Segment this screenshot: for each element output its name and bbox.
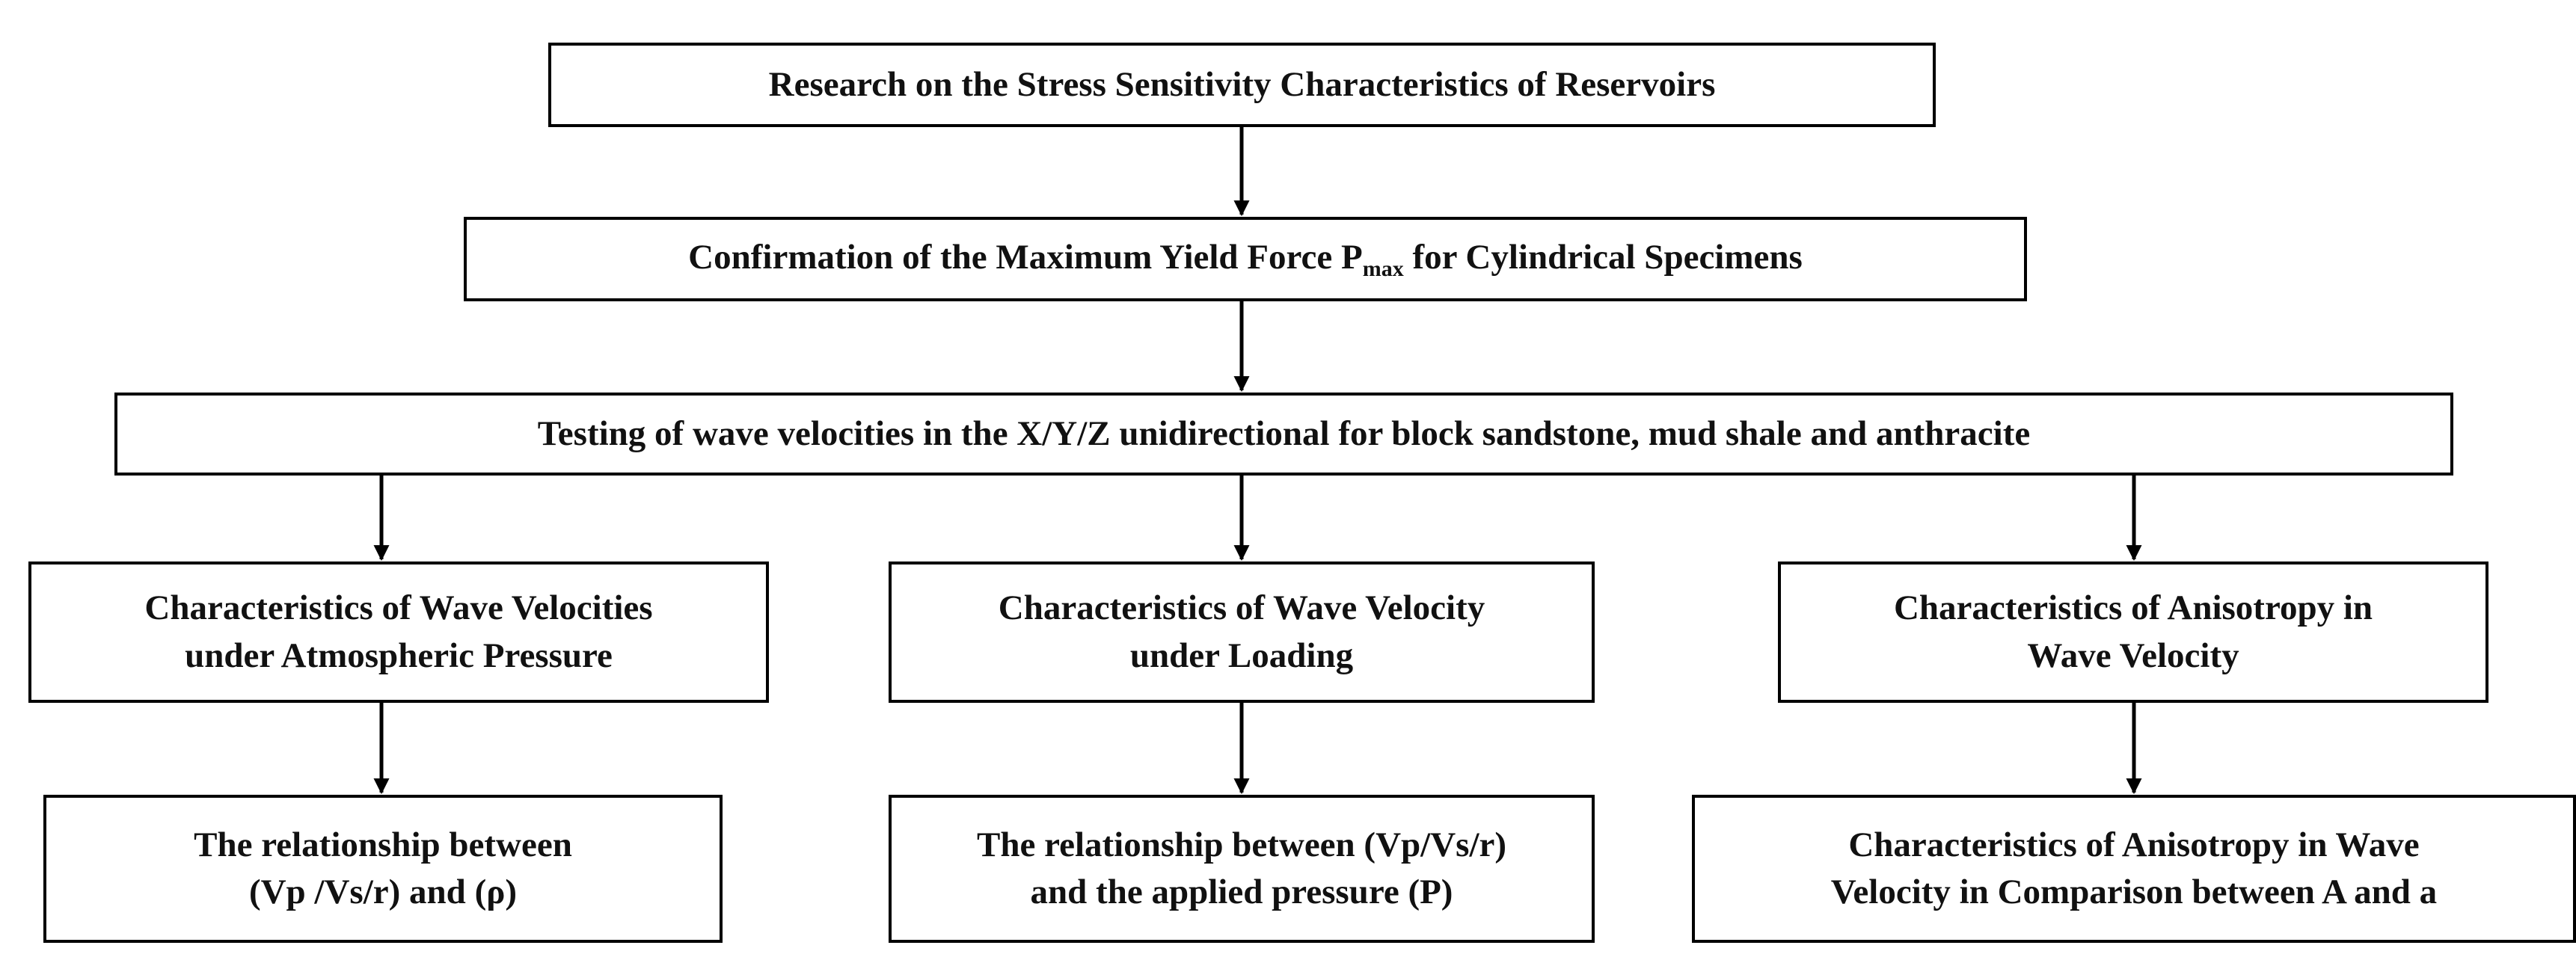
node-atm-line-1: Characteristics of Wave Velocities xyxy=(144,588,653,628)
node-aniso-line-2: Wave Velocity xyxy=(2027,636,2239,675)
node-research-line-1: Research on the Stress Sensitivity Chara… xyxy=(768,64,1716,104)
node-confirmation: Confirmation of the Maximum Yield Force … xyxy=(464,217,2027,301)
node-aniso: Characteristics of Anisotropy in Wave Ve… xyxy=(1778,562,2488,703)
node-rel-rho-line-1: The relationship between xyxy=(194,825,572,864)
node-testing: Testing of wave velocities in the X/Y/Z … xyxy=(114,393,2453,476)
node-aniso-cmp-line-1: Characteristics of Anisotropy in Wave xyxy=(1848,825,2420,864)
node-atm: Characteristics of Wave Velocities under… xyxy=(28,562,769,703)
node-loading-line-2: under Loading xyxy=(1129,636,1354,675)
node-rel-p-line-2: and the applied pressure (P) xyxy=(1030,873,1453,911)
node-aniso-cmp-line-2: Velocity in Comparison between A and a xyxy=(1830,873,2438,911)
node-rel-rho: The relationship between (Vp /Vs/r) and … xyxy=(43,795,723,943)
node-confirmation-subscript: max xyxy=(1362,256,1404,281)
node-atm-line-2: under Atmospheric Pressure xyxy=(185,636,613,675)
node-rel-p: The relationship between (Vp/Vs/r) and t… xyxy=(889,795,1595,943)
node-confirmation-text-after: for Cylindrical Specimens xyxy=(1403,237,1803,277)
node-loading-line-1: Characteristics of Wave Velocity xyxy=(998,588,1485,628)
node-rel-p-line-1: The relationship between (Vp/Vs/r) xyxy=(976,825,1507,864)
node-aniso-cmp: Characteristics of Anisotropy in Wave Ve… xyxy=(1692,795,2576,943)
node-testing-line-1: Testing of wave velocities in the X/Y/Z … xyxy=(537,413,2031,453)
node-loading: Characteristics of Wave Velocity under L… xyxy=(889,562,1595,703)
node-confirmation-text-before: Confirmation of the Maximum Yield Force … xyxy=(688,237,1363,277)
node-research: Research on the Stress Sensitivity Chara… xyxy=(548,43,1936,127)
node-aniso-line-1: Characteristics of Anisotropy in xyxy=(1893,588,2373,628)
node-rel-rho-line-2: (Vp /Vs/r) and (ρ) xyxy=(248,873,518,911)
